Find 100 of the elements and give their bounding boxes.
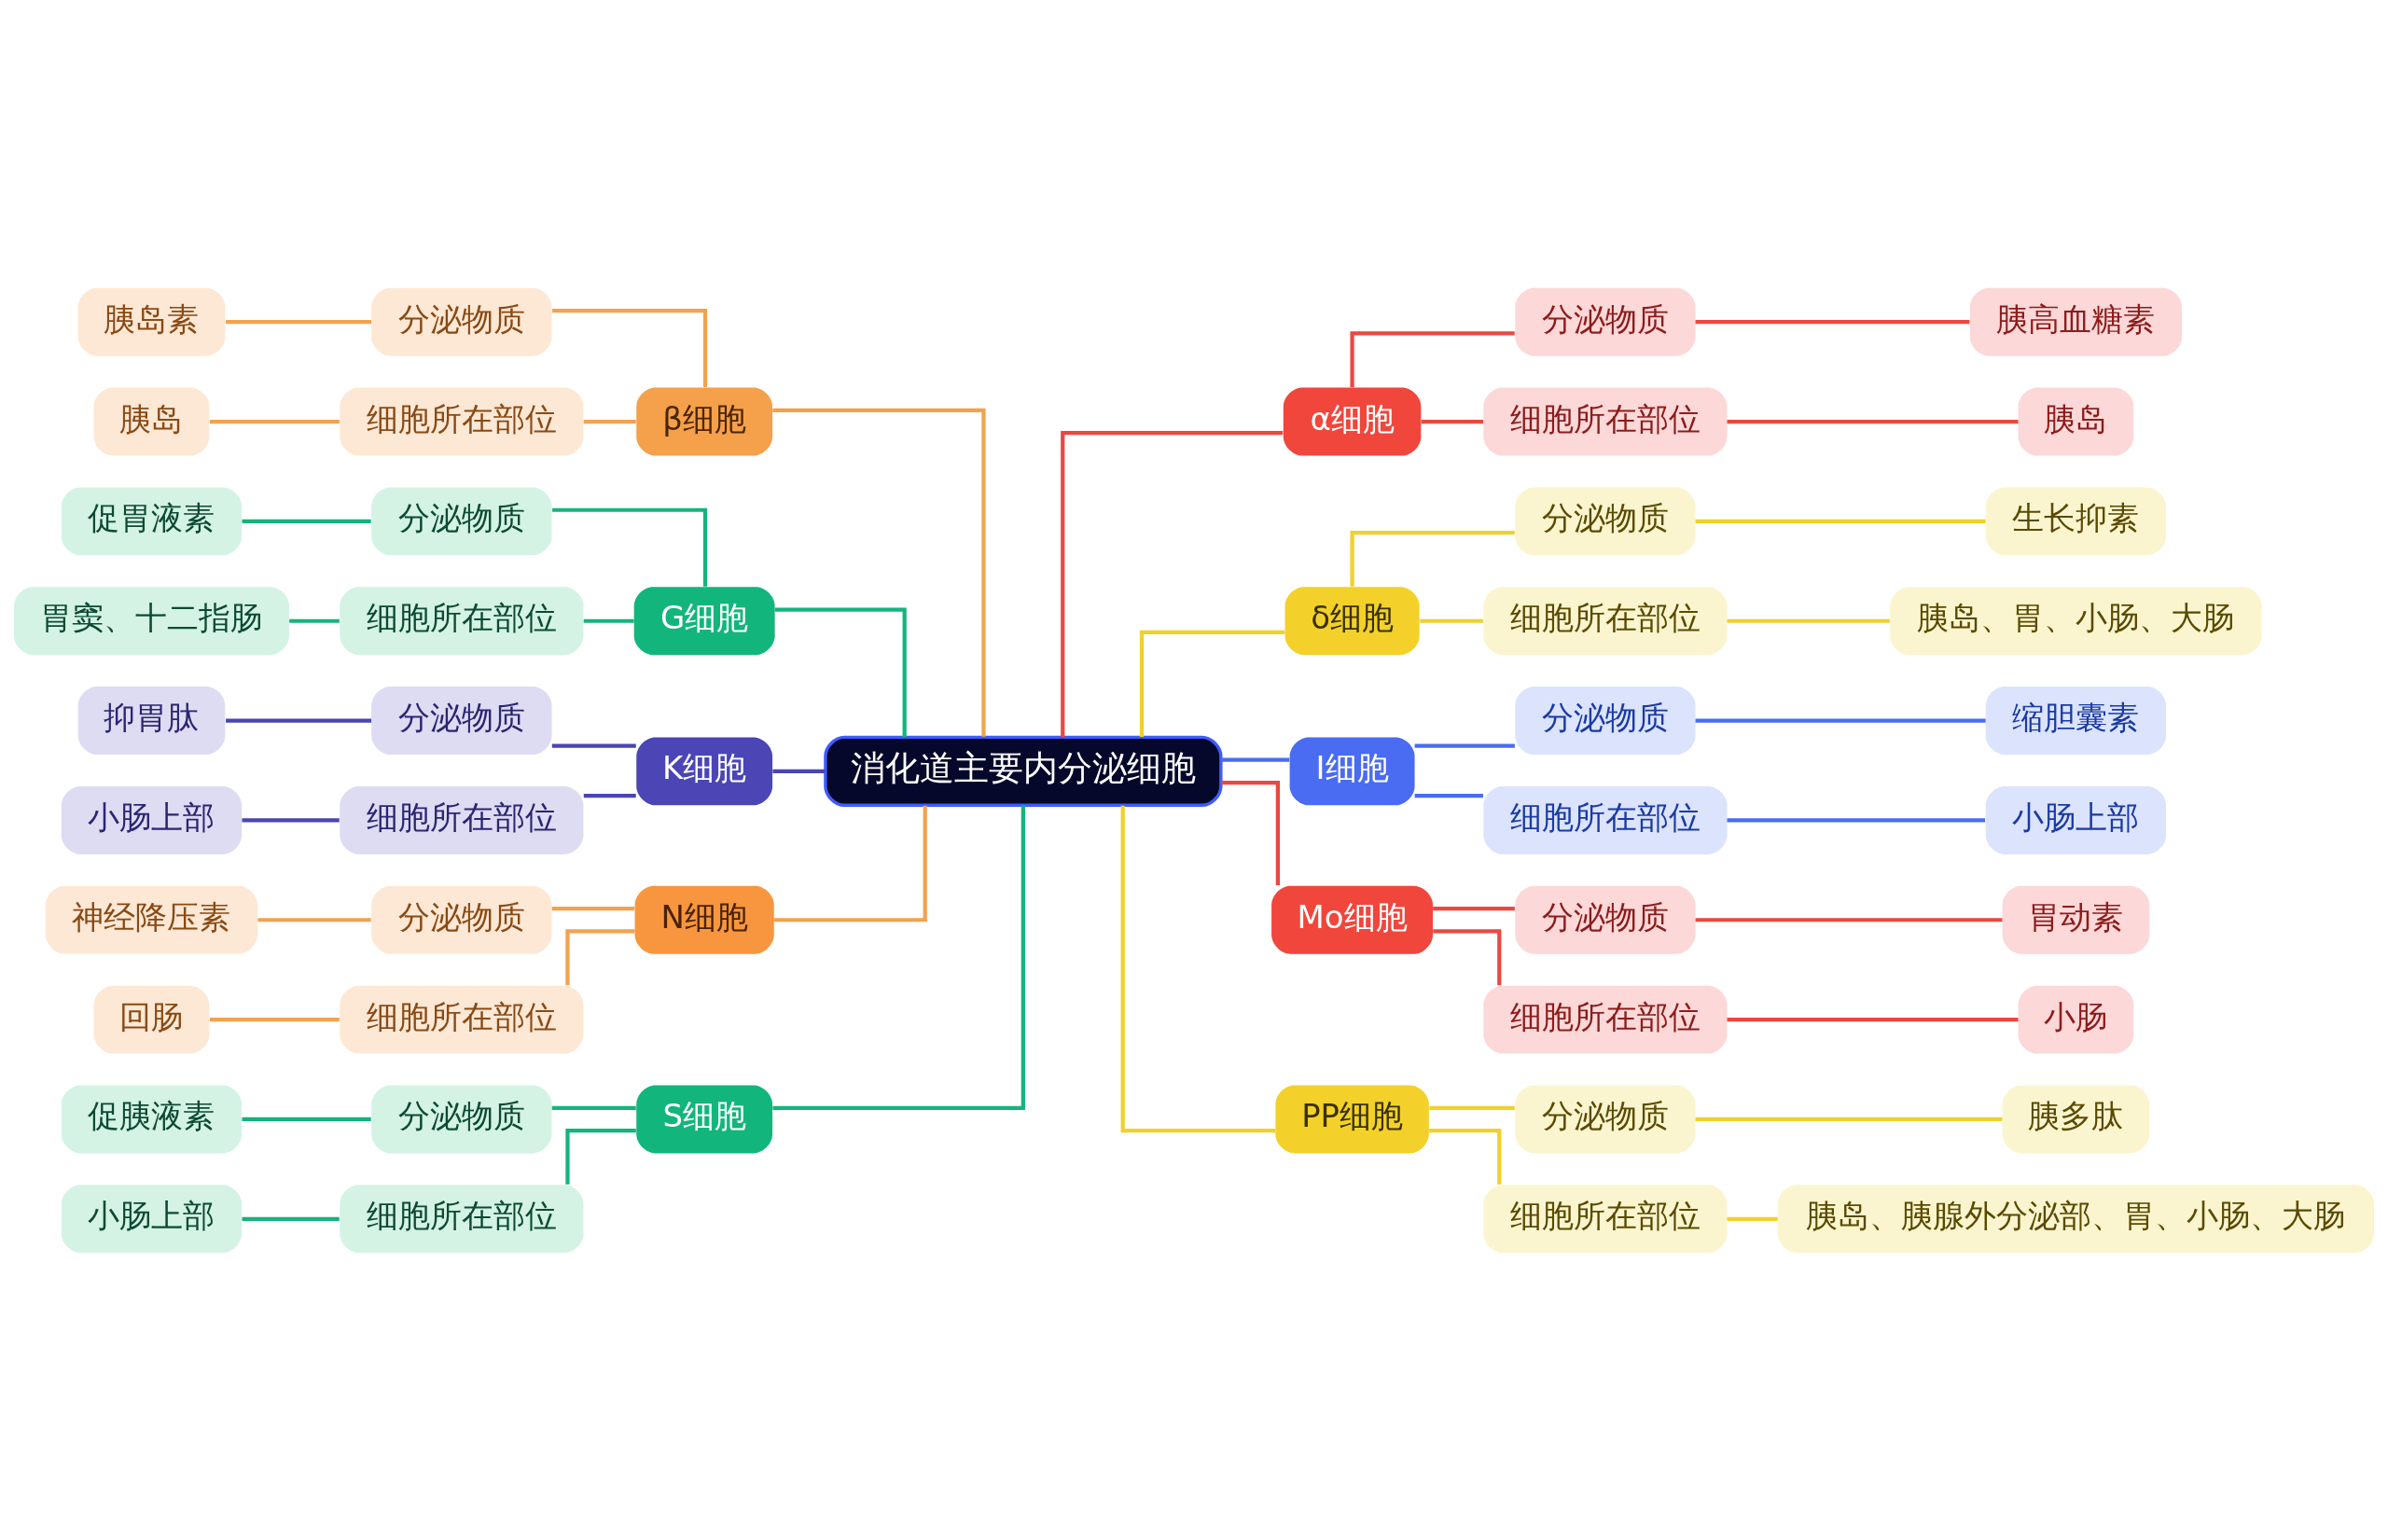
connector	[583, 419, 636, 423]
node-box: 细胞所在部位	[340, 1184, 584, 1253]
node-box: 分泌物质	[371, 1084, 552, 1153]
connector	[1429, 1128, 1502, 1185]
connector	[552, 308, 708, 387]
connector	[1420, 618, 1483, 623]
node-box: Mo细胞	[1271, 885, 1434, 954]
node-box: β细胞	[636, 387, 773, 456]
connector	[1695, 519, 1986, 523]
connector	[226, 717, 372, 723]
connector	[289, 618, 340, 623]
node-box: 分泌物质	[371, 686, 552, 755]
node-box: 细胞所在部位	[1483, 1184, 1728, 1253]
connector	[226, 319, 372, 324]
node-box: 细胞所在部位	[1483, 785, 1728, 854]
node-box: G细胞	[633, 586, 775, 655]
node-box: 胰岛、胰腺外分泌部、胃、小肠、大肠	[1777, 1184, 2375, 1253]
connector	[1727, 817, 1986, 823]
node-box: 胰岛、胃、小肠、大肠	[1890, 586, 2262, 655]
connector	[1350, 530, 1515, 587]
connector	[257, 917, 371, 922]
node-box: 消化道主要内分泌细胞	[824, 735, 1223, 807]
node-box: 分泌物质	[371, 287, 552, 356]
node-box: S细胞	[636, 1084, 773, 1153]
connector	[1695, 717, 1986, 723]
node-box: 细胞所在部位	[340, 785, 584, 854]
node-box: 分泌物质	[1515, 686, 1696, 755]
node-box: I细胞	[1289, 736, 1415, 805]
node-box: 胃窦、十二指肠	[13, 586, 289, 655]
node-box: 细胞所在部位	[340, 387, 584, 456]
connector	[1221, 780, 1280, 885]
connector	[552, 507, 708, 587]
connector	[242, 519, 371, 523]
connector	[565, 1128, 636, 1185]
node-box: 回肠	[93, 985, 210, 1054]
connector	[772, 408, 986, 737]
connector	[242, 817, 340, 823]
connector	[1695, 1117, 2003, 1121]
node-box: 胰岛素	[77, 287, 226, 356]
node-box: 小肠上部	[61, 1184, 243, 1253]
connector	[210, 419, 340, 423]
connector	[583, 618, 634, 623]
node-box: 分泌物质	[1515, 885, 1696, 954]
node-box: 小肠上部	[1985, 785, 2167, 854]
node-box: 分泌物质	[1515, 486, 1696, 555]
node-box: 神经降压素	[45, 885, 258, 954]
node-box: 分泌物质	[1515, 287, 1696, 356]
connector	[551, 1105, 636, 1110]
connector	[1727, 1216, 1778, 1221]
connector	[583, 793, 636, 798]
connector	[772, 804, 1025, 1110]
connector	[1727, 618, 1890, 623]
connector	[242, 1216, 340, 1221]
node-box: 胰岛	[93, 387, 210, 456]
node-box: 细胞所在部位	[1483, 387, 1728, 456]
node-box: α细胞	[1283, 387, 1422, 456]
connector	[772, 769, 826, 773]
connector	[1221, 757, 1290, 762]
node-box: N细胞	[634, 885, 774, 954]
connector	[1433, 906, 1515, 910]
connector	[1727, 419, 2019, 423]
node-box: 胰高血糖素	[1969, 287, 2182, 356]
connector	[242, 1117, 371, 1121]
connector	[1695, 917, 2003, 922]
node-box: 小肠	[2018, 985, 2134, 1054]
node-box: 促胰液素	[61, 1084, 243, 1153]
node-box: δ细胞	[1284, 586, 1420, 655]
connector	[1414, 793, 1483, 798]
node-box: 细胞所在部位	[1483, 985, 1728, 1054]
connector	[1433, 928, 1502, 985]
node-box: 细胞所在部位	[340, 586, 584, 655]
connector	[774, 606, 907, 737]
node-box: 抑胃肽	[77, 686, 226, 755]
node-box: 胰多肽	[2002, 1084, 2150, 1153]
node-box: 胃动素	[2002, 885, 2150, 954]
connector	[1727, 1017, 2019, 1021]
connector	[1139, 630, 1284, 737]
node-box: 细胞所在部位	[340, 985, 584, 1054]
node-box: 分泌物质	[1515, 1084, 1696, 1153]
node-box: PP细胞	[1275, 1084, 1429, 1153]
connector	[551, 906, 635, 910]
connector	[1120, 805, 1275, 1132]
connector	[1350, 330, 1515, 387]
connector	[1061, 430, 1284, 737]
node-box: 胰岛	[2018, 387, 2134, 456]
connector	[1414, 743, 1515, 748]
node-box: 细胞所在部位	[1483, 586, 1728, 655]
connector	[565, 928, 635, 985]
node-box: 分泌物质	[371, 486, 552, 555]
connector	[551, 743, 636, 748]
connector	[1429, 1105, 1515, 1110]
node-box: 生长抑素	[1985, 486, 2167, 555]
node-box: 缩胆囊素	[1985, 686, 2167, 755]
node-box: 促胃液素	[61, 486, 243, 555]
connector	[1421, 419, 1483, 423]
connector	[210, 1017, 340, 1021]
node-box: 小肠上部	[61, 785, 243, 854]
node-box: 分泌物质	[371, 885, 552, 954]
connector	[1695, 319, 1970, 324]
node-box: K细胞	[636, 736, 773, 805]
